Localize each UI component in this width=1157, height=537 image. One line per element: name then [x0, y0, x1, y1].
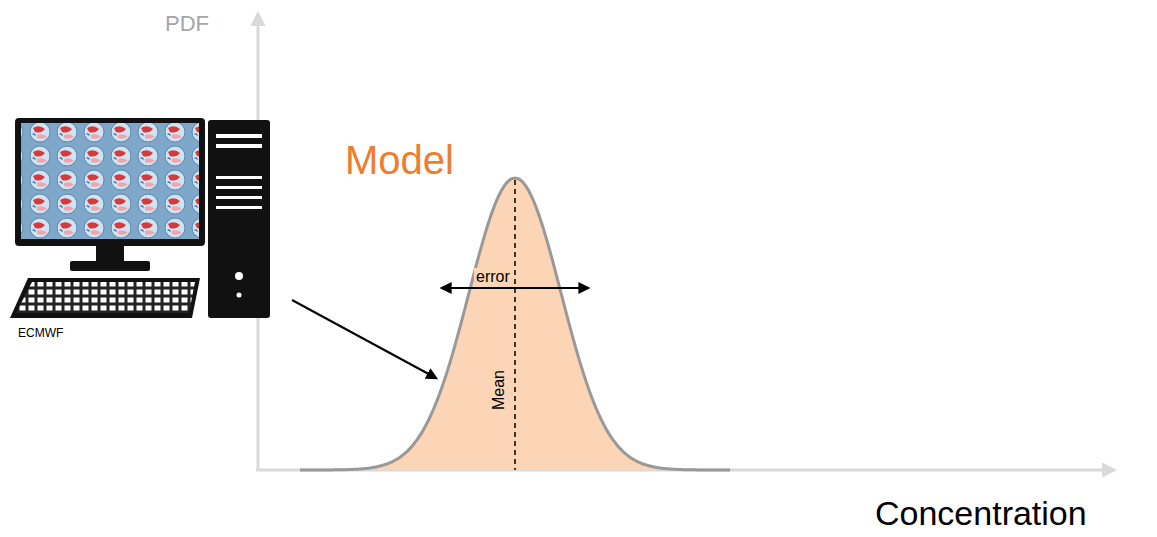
source-label: ECMWF [18, 327, 63, 340]
computer-icon [10, 118, 270, 318]
gaussian-curve [300, 178, 730, 470]
error-arrow [442, 287, 588, 289]
axis-label: Concentration [875, 495, 1087, 532]
curve-fill [300, 178, 730, 470]
axes [256, 14, 1114, 470]
mean-line [514, 180, 516, 470]
mean-label: Mean [490, 370, 508, 410]
error-label: error [474, 268, 512, 286]
pointer-arrow [292, 300, 436, 378]
series-title: Model [345, 138, 454, 182]
axis-label: PDF [165, 12, 209, 36]
curve-outline [300, 178, 730, 470]
